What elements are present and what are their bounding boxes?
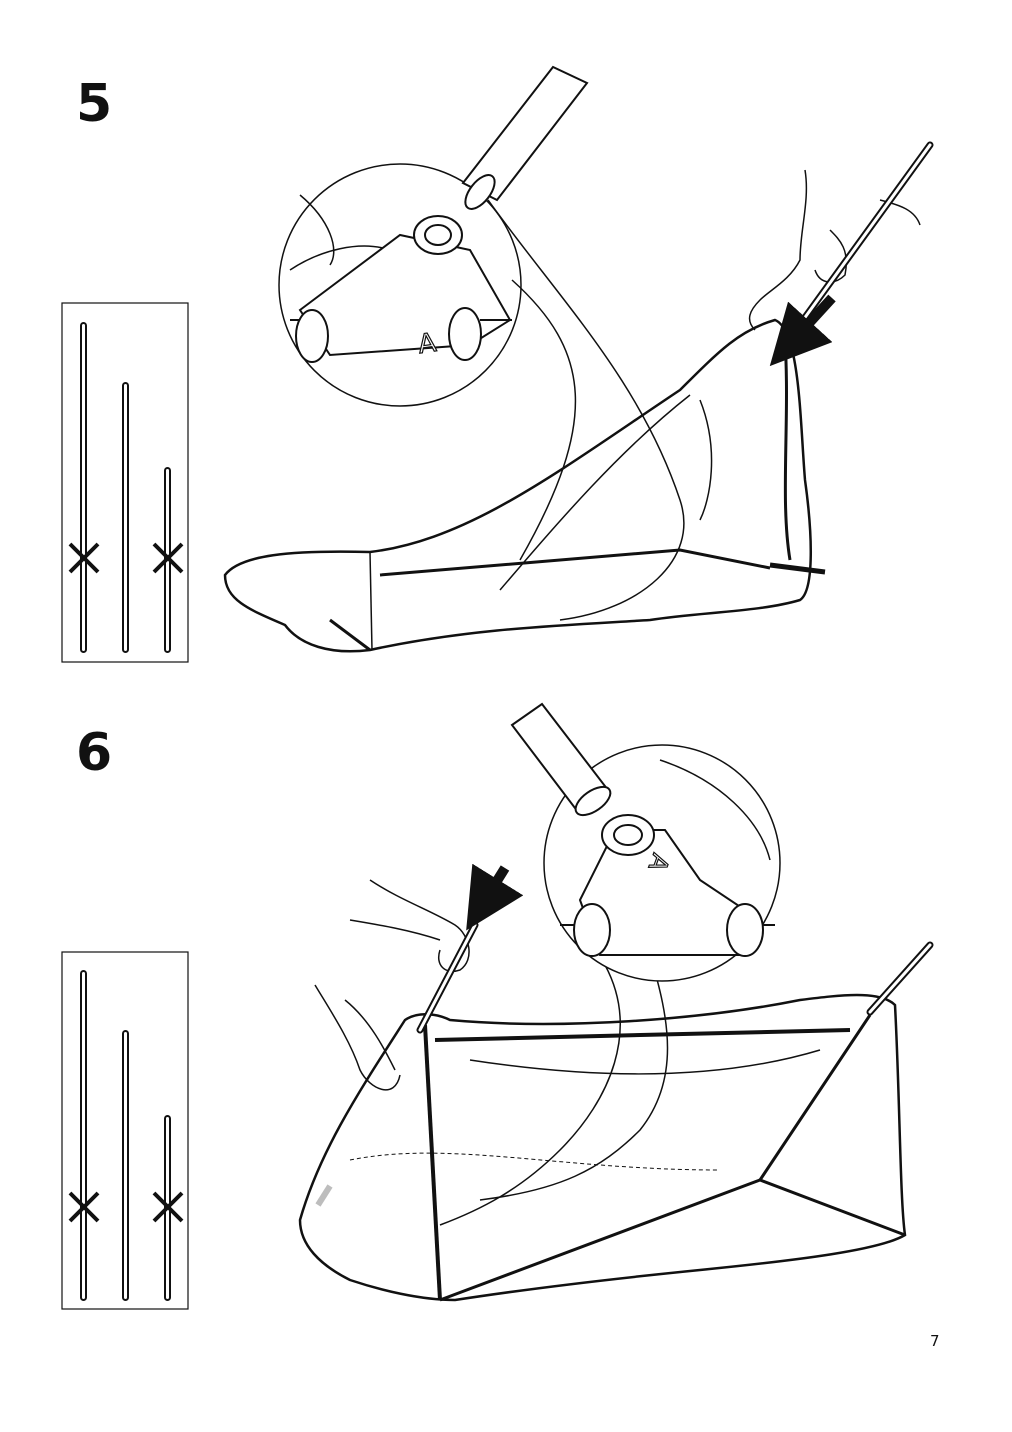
bag-illustration [223, 318, 826, 653]
frame-illustration [298, 993, 907, 1302]
insert-arrow-icon [466, 863, 524, 931]
excluded-pole-x-icon [68, 542, 184, 574]
t-connector-icon [290, 215, 512, 363]
pole-icon [510, 702, 612, 817]
pole-icon [461, 65, 589, 210]
insert-arrow-icon [769, 294, 836, 367]
pole-set-icon [61, 302, 189, 663]
hand-icon [748, 169, 921, 331]
hint-arrow-icon [315, 1184, 333, 1207]
connector-letter-5: A [416, 328, 438, 360]
pole-set-icon [61, 951, 189, 1310]
t-connector-icon [560, 814, 775, 957]
page-number: 7 [930, 1332, 940, 1350]
excluded-pole-x-icon [68, 1191, 184, 1223]
magnifier-callout-icon [439, 744, 781, 1226]
step-5-number: 5 [76, 74, 113, 134]
step-6-number: 6 [76, 723, 113, 783]
